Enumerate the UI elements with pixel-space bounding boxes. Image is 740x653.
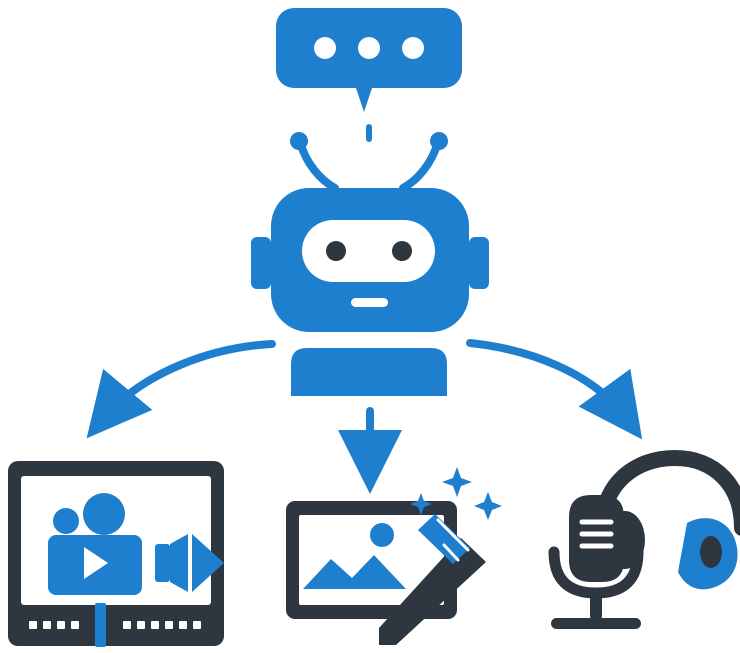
video-player-icon — [8, 461, 224, 647]
microphone-headphones-icon — [548, 449, 740, 629]
flow-arrows — [86, 339, 643, 494]
robot-icon — [251, 132, 489, 396]
image-edit-icon — [286, 467, 502, 645]
speech-bubble-icon — [276, 8, 462, 142]
left-arrow — [86, 340, 276, 439]
right-arrow — [466, 339, 643, 440]
